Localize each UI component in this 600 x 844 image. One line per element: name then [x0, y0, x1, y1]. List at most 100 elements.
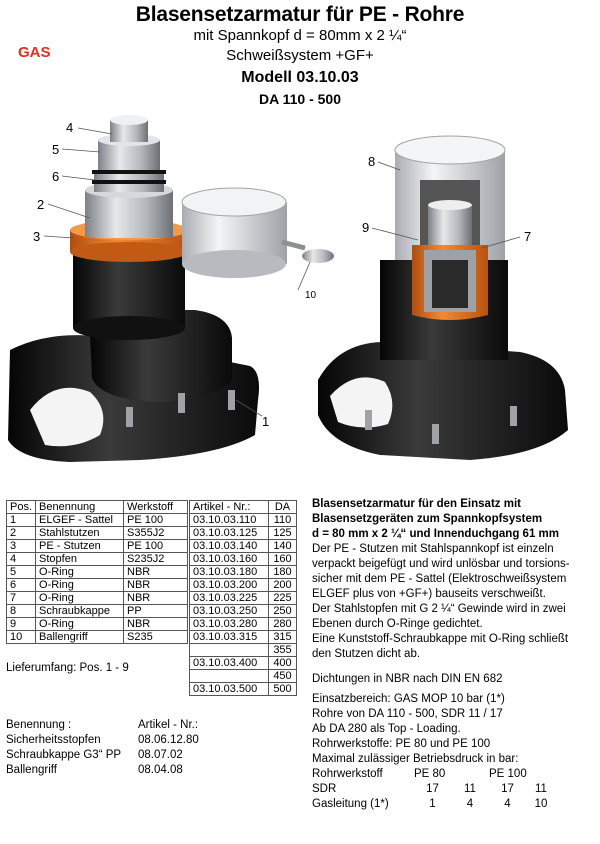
- scope-of-delivery: Lieferumfang: Pos. 1 - 9: [6, 662, 129, 674]
- table-cell: 8: [5, 604, 37, 618]
- description-line: verpackt beigefügt und wird unlösbar und…: [312, 558, 570, 570]
- table-cell: S235: [123, 630, 189, 644]
- table-cell: [189, 669, 269, 683]
- callout-3: 3: [33, 229, 40, 244]
- callout-8: 8: [368, 154, 375, 169]
- spec-line: Maximal zulässiger Betriebsdruck in bar:: [312, 753, 519, 765]
- callout-1: 1: [262, 414, 269, 429]
- subtitle-schweisssystem: Schweißsystem +GF+: [226, 47, 374, 64]
- description-line: Ebenen durch O-Ringe gedichtet.: [312, 618, 483, 630]
- table-cell: NBR: [123, 565, 189, 579]
- table-cell: PE 100: [123, 513, 189, 527]
- table-cell: 3: [5, 539, 37, 553]
- table-cell: Stahlstutzen: [35, 526, 125, 540]
- table-cell: 140: [268, 539, 297, 553]
- table-cell: 250: [268, 604, 297, 618]
- part-name: Schraubkappe G3“ PP: [6, 749, 122, 761]
- table-cell: 7: [5, 591, 37, 605]
- table-cell: 200: [268, 578, 297, 592]
- grid-cell: 10: [534, 798, 548, 810]
- grid-cell: 4: [504, 798, 511, 810]
- table-cell: 1: [5, 513, 37, 527]
- callout-7: 7: [524, 229, 531, 244]
- table-cell: [189, 643, 269, 657]
- grid-header-material: Rohrwerkstoff: [312, 768, 383, 780]
- table-cell: 03.10.03.500: [189, 682, 269, 696]
- table-cell: 9: [5, 617, 37, 631]
- grid-cell: SDR: [312, 783, 337, 795]
- table-cell: 315: [268, 630, 297, 644]
- table-cell: O-Ring: [35, 565, 125, 579]
- description-line: ELGEF plus von +GF+) bauseits verschweiß…: [312, 588, 546, 600]
- part-name: Ballengriff: [6, 764, 57, 776]
- seal-note: Dichtungen in NBR nach DIN EN 682: [312, 673, 503, 685]
- description-line: Eine Kunststoff-Schraubkappe mit O-Ring …: [312, 633, 569, 645]
- spare-parts-list: Benennung : Artikel - Nr.: Sicherheitsst…: [6, 718, 199, 778]
- grid-cell: 11: [464, 783, 476, 795]
- list-item: Schraubkappe G3“ PP 08.07.02: [6, 748, 199, 763]
- table-cell: 450: [268, 669, 297, 683]
- table-cell: 03.10.03.110: [189, 513, 269, 527]
- table-cell: 125: [268, 526, 297, 540]
- callout-4: 4: [66, 120, 73, 135]
- da-range: DA 110 - 500: [259, 91, 341, 107]
- grid-header-pe100: PE 100: [489, 768, 527, 780]
- table-cell: 03.10.03.315: [189, 630, 269, 644]
- table-row: 450: [189, 669, 297, 683]
- table-cell: O-Ring: [35, 617, 125, 631]
- table-cell: 500: [268, 682, 297, 696]
- page-title: Blasensetzarmatur für PE - Rohre: [135, 3, 465, 26]
- table-cell: NBR: [123, 591, 189, 605]
- table-cell: ELGEF - Sattel: [35, 513, 125, 527]
- grid-cell: 11: [535, 783, 547, 795]
- table-cell: 4: [5, 552, 37, 566]
- parts-header-name: Benennung :: [6, 719, 72, 731]
- part-article: 08.07.02: [138, 749, 183, 761]
- table-cell: Ballengriff: [35, 630, 125, 644]
- spec-line: Einsatzbereich: GAS MOP 10 bar (1*): [312, 693, 505, 705]
- description-heading-line: Blasensetzarmatur für den Einsatz mit: [312, 498, 521, 510]
- part-name: Sicherheitsstopfen: [6, 734, 101, 746]
- table-cell: 10: [5, 630, 37, 644]
- grid-cell: 1: [429, 798, 436, 810]
- subtitle-spannkopf: mit Spannkopf d = 80mm x 2 ¼“: [193, 27, 407, 44]
- grid-cell: 17: [501, 783, 514, 795]
- article-header-cell: Artikel - Nr.:: [189, 500, 269, 514]
- table-cell: 03.10.03.140: [189, 539, 269, 553]
- table-cell: NBR: [123, 617, 189, 631]
- left-assembly: [8, 115, 334, 462]
- table-cell: 110: [268, 513, 297, 527]
- specifications: Einsatzbereich: GAS MOP 10 bar (1*) Rohre…: [312, 692, 597, 812]
- table-cell: O-Ring: [35, 591, 125, 605]
- parts-header-article: Artikel - Nr.:: [138, 719, 199, 731]
- table-cell: PP: [123, 604, 189, 618]
- spec-line: Ab DA 280 als Top - Loading.: [312, 723, 461, 735]
- table-cell: 160: [268, 552, 297, 566]
- article-table-header: Artikel - Nr.:DA: [189, 500, 297, 514]
- spec-line: Rohre von DA 110 - 500, SDR 11 / 17: [312, 708, 503, 720]
- table-cell: 2: [5, 526, 37, 540]
- position-header-cell: Benennung: [35, 500, 125, 514]
- description-line: sicher mit dem PE - Sattel (Elektroschwe…: [312, 573, 567, 585]
- table-cell: 280: [268, 617, 297, 631]
